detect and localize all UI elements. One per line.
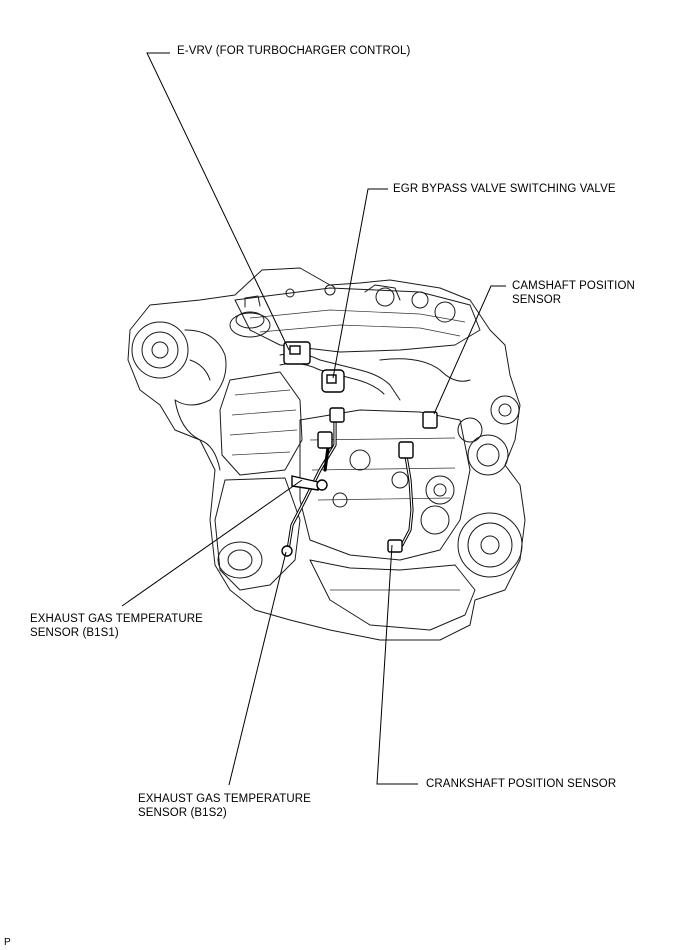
- label-evrv: E-VRV (FOR TURBOCHARGER CONTROL): [177, 45, 411, 57]
- leader-camshaft: [433, 285, 506, 415]
- b1s2-sensor-part: [281, 545, 293, 557]
- leader-evrv: [146, 52, 290, 351]
- engine-illustration: [127, 267, 526, 641]
- leader-egr: [332, 188, 388, 379]
- b1s1-sensor-part: [291, 475, 319, 491]
- figure-code: P: [4, 937, 11, 948]
- leader-crankshaft: [376, 544, 418, 785]
- leader-lines: [121, 52, 506, 786]
- leader-b1s2: [228, 551, 287, 786]
- crankshaft-sensor-part: [387, 539, 403, 553]
- label-exhaust-gas-temp-b1s1: EXHAUST GAS TEMPERATURE SENSOR (B1S1): [30, 613, 203, 639]
- camshaft-sensor-part: [422, 411, 438, 429]
- components: [281, 341, 438, 557]
- label-egr-bypass-valve: EGR BYPASS VALVE SWITCHING VALVE: [393, 183, 616, 195]
- label-exhaust-gas-temp-b1s2: EXHAUST GAS TEMPERATURE SENSOR (B1S2): [138, 793, 311, 819]
- label-camshaft-position-sensor: CAMSHAFT POSITION SENSOR: [512, 280, 635, 306]
- label-crankshaft-position-sensor: CRANKSHAFT POSITION SENSOR: [426, 778, 617, 790]
- leader-b1s1: [121, 479, 303, 607]
